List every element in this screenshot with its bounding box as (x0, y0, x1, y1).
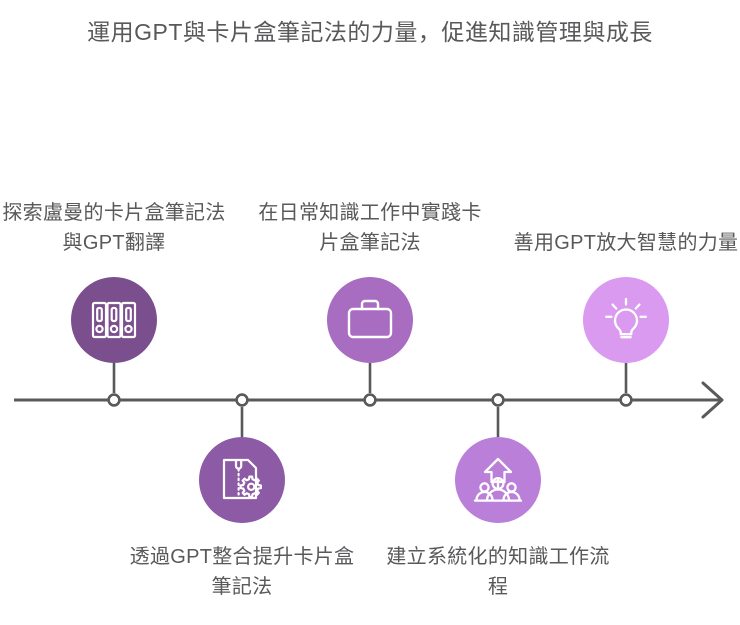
milestone-label-2: 透過GPT整合提升卡片盒筆記法 (129, 546, 355, 598)
milestone-label-4: 建立系統化的知識工作流程 (386, 546, 610, 598)
milestone-label-5: 善用GPT放大智慧的力量 (513, 232, 739, 254)
milestone-marker[interactable] (107, 393, 121, 407)
milestone-marker[interactable] (619, 393, 633, 407)
axis-arrowhead (701, 381, 724, 419)
milestone-icon-circle-5[interactable] (583, 277, 669, 363)
milestone-icon-circle-1[interactable] (71, 277, 157, 363)
lightbulb-icon (605, 297, 647, 339)
milestone-marker[interactable] (491, 393, 505, 407)
milestone-marker[interactable] (363, 393, 377, 407)
milestone-icon-circle-4[interactable] (455, 437, 541, 523)
briefcase-icon (347, 299, 393, 339)
milestone-label-1: 探索盧曼的卡片盒筆記法與GPT翻譯 (2, 202, 226, 254)
page-title: 運用GPT與卡片盒筆記法的力量，促進知識管理與成長 (87, 19, 653, 45)
milestone-icon-circle-2[interactable] (199, 437, 285, 523)
binders-icon (91, 301, 137, 339)
milestone-label-3: 在日常知識工作中實踐卡片盒筆記法 (258, 202, 482, 254)
milestone-marker[interactable] (235, 393, 249, 407)
milestone-icon-circle-3[interactable] (327, 277, 413, 363)
team-growth-icon (473, 457, 523, 502)
document-gear-icon (222, 458, 262, 500)
